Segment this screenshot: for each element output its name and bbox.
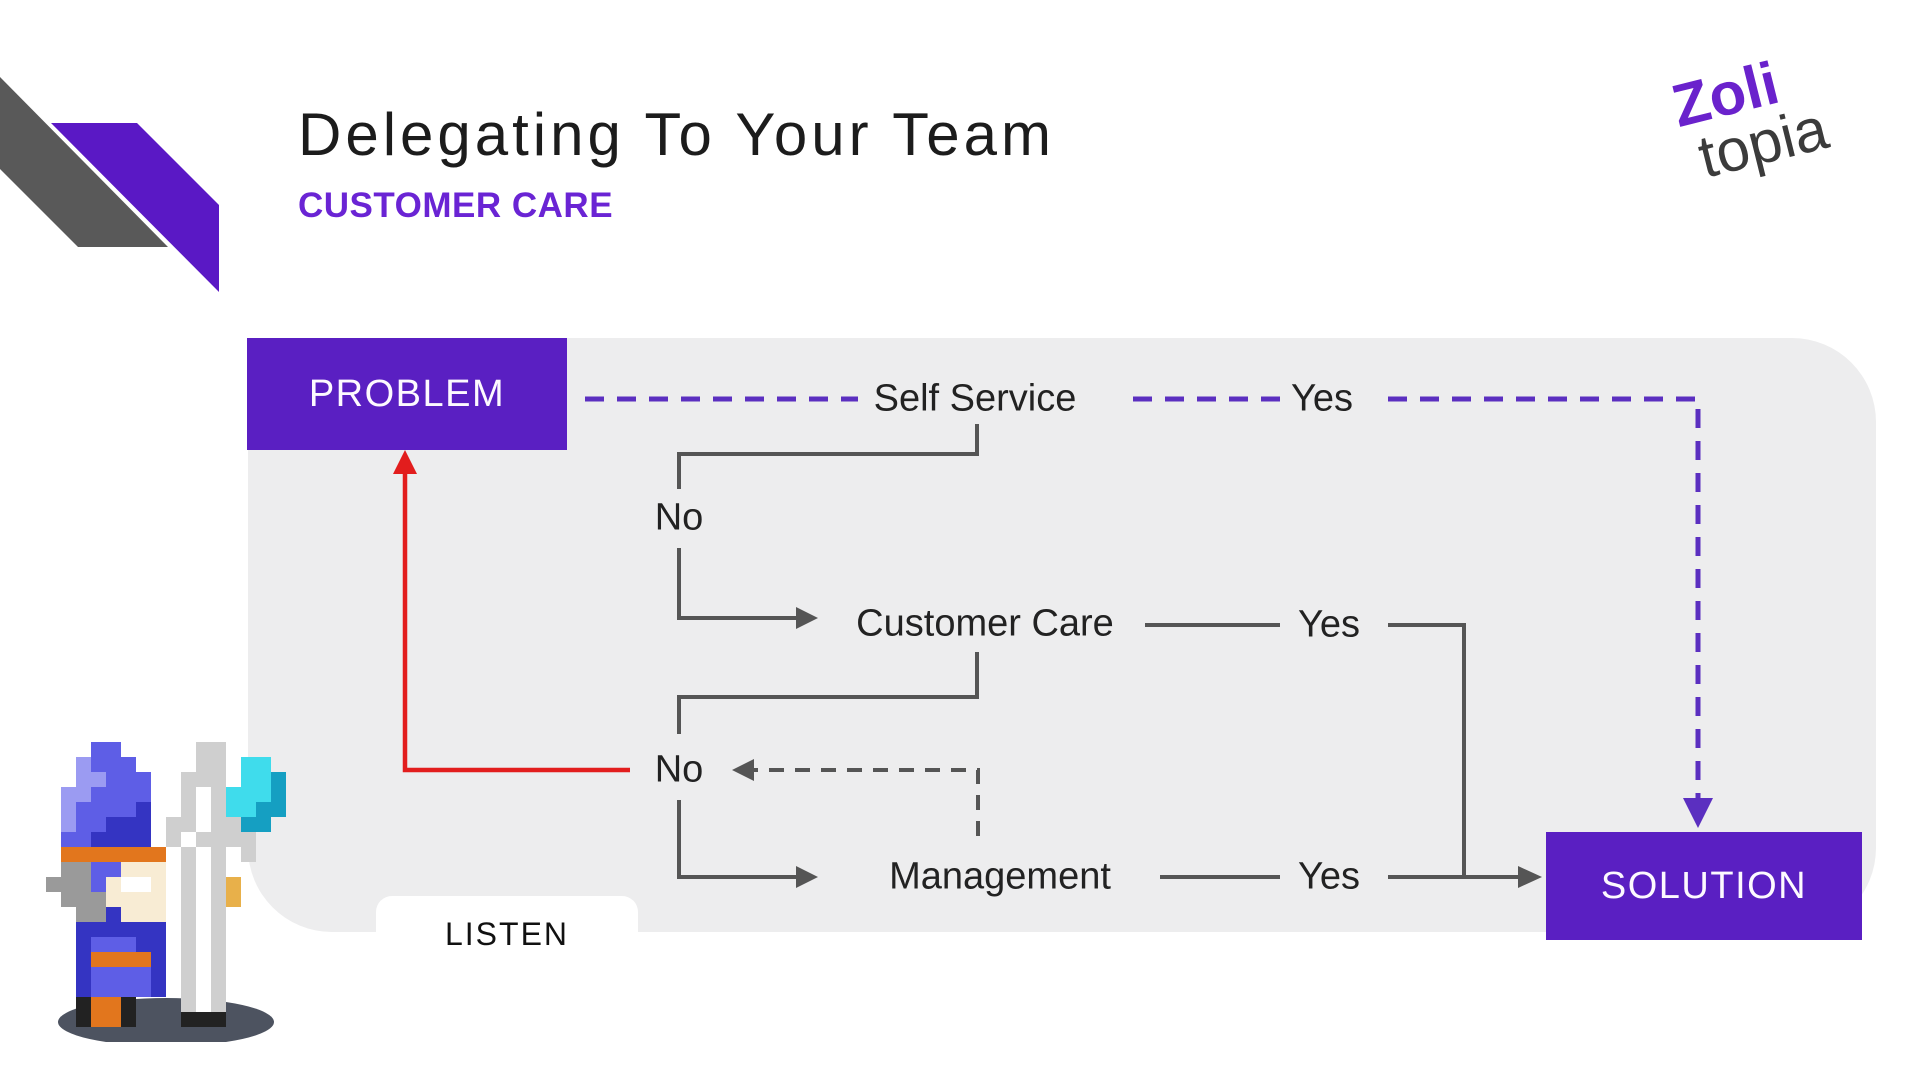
page-title: Delegating To Your Team [298,101,1055,168]
label-yes-customer-care: Yes [1298,603,1360,646]
wizard-character-illustration [46,742,286,1042]
corner-ribbon-decoration [0,77,219,292]
label-yes-management: Yes [1298,855,1360,898]
label-no-self-service: No [654,496,704,539]
problem-node: PROBLEM [247,338,567,450]
ribbon-purple-shape [51,123,219,292]
node-customer-care: Customer Care [856,602,1114,645]
listen-tag: LISTEN [376,896,638,980]
node-management: Management [889,855,1111,898]
zolitopia-logo: Zoli topia [1650,40,1910,220]
label-yes-self-service: Yes [1291,377,1353,420]
solution-node: SOLUTION [1546,832,1862,940]
listen-label: LISTEN [444,916,570,952]
label-no-customer-care: No [654,748,704,791]
page-subtitle: CUSTOMER CARE [298,186,614,225]
node-self-service: Self Service [873,377,1077,420]
wizard-pixel-art [46,742,286,1027]
ribbon-gray-shape [0,77,168,247]
